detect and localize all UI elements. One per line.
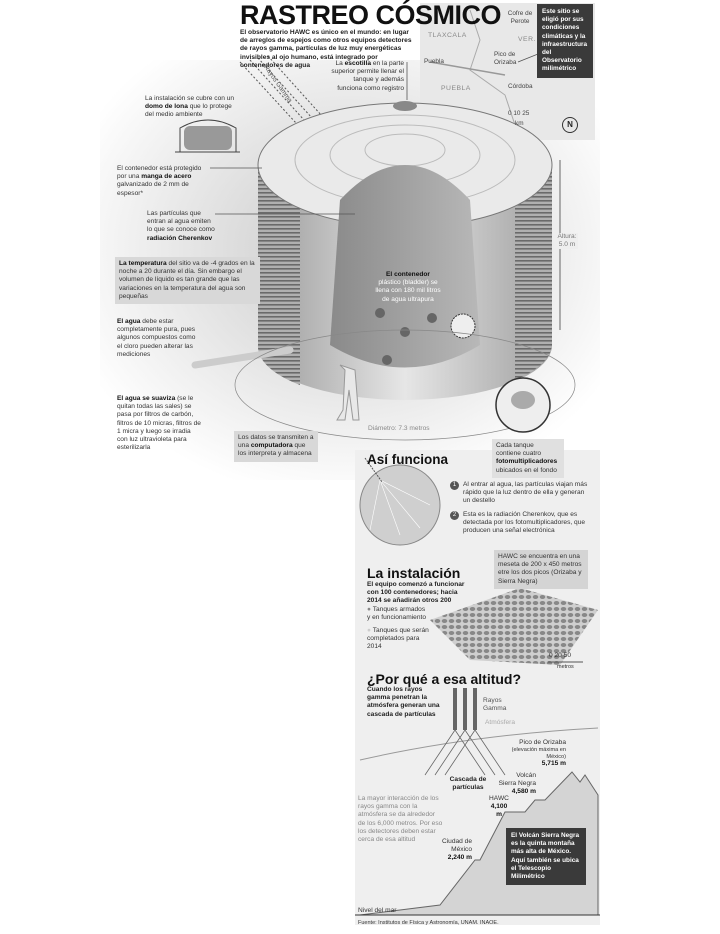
field-scale: 0 20 50 — [549, 652, 571, 659]
altitude-note: La mayor interacción de los rayos gamma … — [358, 795, 443, 844]
sierra-negra-note: El Volcán Sierra Negra es la quinta mont… — [506, 828, 586, 886]
temperatura-note: La temperatura del sitio va de -4 grados… — [115, 257, 260, 305]
diametro-label: Diámetro: 7.3 metros — [368, 425, 430, 432]
altitud-title: ¿Por qué a esa altitud? — [367, 671, 522, 687]
map-label-cordoba: Córdoba — [508, 83, 533, 90]
asi-funciona-title: Así funciona — [367, 452, 449, 467]
step-item: 1 Al entrar al agua, las partículas viaja… — [450, 481, 590, 506]
datos-note: Los datos se transmiten a una computador… — [234, 431, 318, 462]
step-item: 2 Esta es la radiación Cherenkov, que es … — [450, 510, 590, 536]
site-note: Este sitio se eligió por sus condiciones… — [537, 4, 593, 78]
atmosfera-label: Atmósfera — [485, 719, 516, 726]
fotomultiplicadores-note: Cada tanque contiene cuatro fotomultipli… — [492, 439, 564, 478]
source-note: Fuente: Institutos de Física y Astronomí… — [358, 920, 499, 926]
agua-suave-note: El agua se suaviza (se le quitan todas l… — [117, 395, 201, 452]
rayos-gamma-label: Rayos Gamma — [483, 697, 507, 713]
legend-pendientes: ● Tanques que serán completados para 201… — [367, 627, 429, 651]
step-number-icon: 1 — [450, 481, 459, 490]
map-label-puebla-state: PUEBLA — [441, 85, 471, 92]
map-scale-unit: km — [515, 120, 524, 127]
map-scale: 0 10 25 — [508, 110, 530, 117]
agua-pura-note: El agua debe estar completamente pura, p… — [117, 318, 196, 358]
step-text: Al entrar al agua, las partículas viajan… — [463, 481, 588, 505]
field-scale-unit: metros — [557, 664, 574, 670]
map-label-tlaxcala: TLAXCALA — [428, 32, 467, 39]
step-number-icon: 2 — [450, 510, 459, 520]
escotilla-note: La escotilla en la parte superior permit… — [331, 60, 404, 92]
map-label-pico: Pico de Orizaba — [494, 51, 517, 66]
legend-dot-icon: ● — [367, 627, 373, 634]
step-text: Esta es la radiación Cherenkov, que es d… — [463, 510, 586, 535]
hawc-meseta-note: HAWC se encuentra en una meseta de 200 x… — [494, 550, 588, 589]
peak-orizaba: Pico de Orizaba(elevación máxima en Méxi… — [511, 739, 566, 768]
map-label-cofre: Cofre de Perote — [507, 10, 533, 25]
sea-level-label: Nivel del mar — [358, 907, 397, 914]
cascada-label: Cascada de partículas — [449, 776, 487, 792]
altitud-desc: Cuando los rayos gamma penetran la atmós… — [367, 686, 440, 718]
map-label-puebla-city: Puebla — [424, 58, 444, 65]
legend-dot-icon: ● — [367, 606, 373, 613]
contenedor-note: El contenedor plástico (bladder) se llen… — [375, 271, 441, 303]
domo-note: La instalación se cubre con un domo de l… — [145, 95, 235, 119]
north-compass-icon: N — [562, 117, 578, 133]
page-title: RASTREO CÓSMICO — [240, 0, 502, 30]
manga-note: El contenedor está protegido por una man… — [117, 165, 202, 197]
altura-label: Altura: 5.0 m — [556, 233, 578, 250]
intro-text: El observatorio HAWC es único en el mund… — [240, 29, 412, 69]
legend-armados: ● Tanques armados y en funcionamiento — [367, 606, 427, 622]
map-label-ver: VER. — [518, 36, 536, 43]
instalacion-desc: El equipo comenzó a funcionar con 100 co… — [367, 581, 465, 605]
instalacion-title: La instalación — [367, 565, 461, 581]
asi-funciona-steps: 1 Al entrar al agua, las partículas viaja… — [450, 481, 590, 535]
cherenkov-note: Las partículas que entran al agua emiten… — [147, 210, 215, 242]
